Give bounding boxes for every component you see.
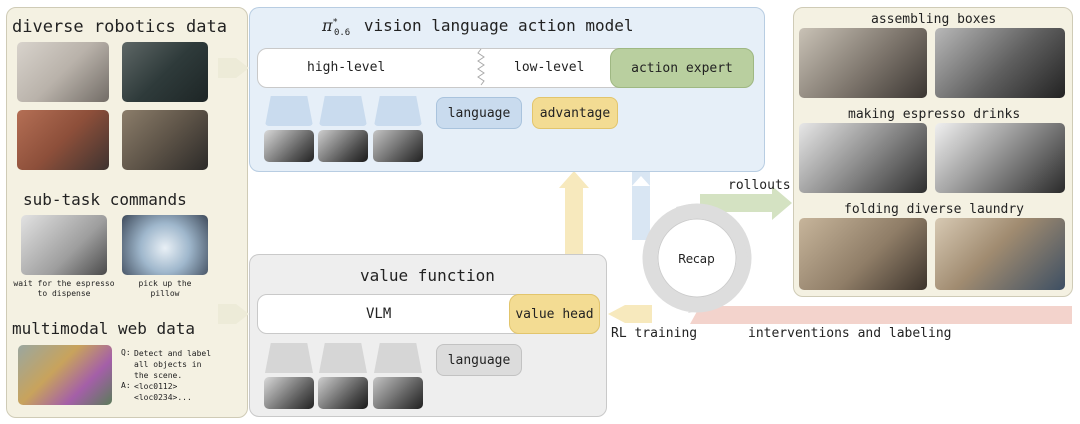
action-expert-pill: action expert [610,48,754,88]
task-title-boxes: assembling boxes [871,12,997,27]
vlm-label: VLM [366,306,392,322]
robot-photo-bed [17,42,109,102]
pi-subscript: 0.6 [333,28,351,39]
vla-advantage-pill: advantage [532,97,618,129]
vla-image-token-1 [265,96,313,126]
vf-camera-1 [264,377,314,409]
vla-camera-1 [264,130,314,162]
vla-image-token-3 [374,96,422,126]
task-photo-laundry-1 [799,218,927,290]
vla-camera-2 [318,130,368,162]
vla-camera-3 [373,130,423,162]
arrow-to-vla [218,58,249,78]
rollouts-label: rollouts [728,178,791,193]
recap-label: Recap [678,252,715,266]
task-photo-laundry-2 [935,218,1065,290]
task-title-laundry: folding diverse laundry [844,202,1025,217]
robot-photo-brick [17,110,109,170]
vla-language-pill: language [436,97,522,129]
high-level-label: high-level [307,60,386,75]
rl-training-label: RL training [611,326,698,341]
interventions-label: interventions and labeling [748,326,952,341]
subtask-photo-espresso [21,215,107,275]
subtask-caption-espresso: wait for the espresso to dispense [13,279,115,298]
web-a-label: A: [121,381,131,390]
pi-symbol: π [322,16,333,35]
vf-camera-3 [373,377,423,409]
vf-image-token-3 [374,343,422,373]
vf-camera-2 [318,377,368,409]
task-title-espresso: making espresso drinks [848,107,1021,122]
web-photo-detection [18,345,112,405]
robotics-data-title: diverse robotics data [12,17,227,37]
robot-photo-desk [122,110,208,170]
arrow-to-value [218,304,249,324]
arrow-vla-to-loop [632,171,650,240]
subtask-title: sub-task commands [23,190,187,209]
task-photo-boxes-2 [935,28,1065,98]
web-data-title: multimodal web data [12,319,196,338]
vf-image-token-2 [319,343,367,373]
subtask-photo-pillow [122,215,208,275]
vla-title-text: vision language action model [363,16,634,35]
vla-title: π*0.6 vision language action model [322,16,634,38]
low-level-label: low-level [514,60,585,75]
vf-image-token-1 [265,343,313,373]
value-function-title: value function [360,266,495,285]
arrow-value-to-vla [559,171,589,254]
vf-language-pill: language [436,344,522,376]
robot-photo-table [122,42,208,102]
web-q-label: Q: [121,348,131,357]
task-photo-boxes-1 [799,28,927,98]
task-photo-espresso-1 [799,123,927,193]
subtask-caption-pillow: pick up the pillow [138,279,192,298]
vla-image-token-2 [319,96,367,126]
task-photo-espresso-2 [935,123,1065,193]
arrow-rl-training [608,305,652,323]
arrow-interventions [690,306,1072,324]
web-a-text: <loc0112> <loc0234>... [134,382,192,402]
pi-superscript: * [332,17,338,28]
web-q-text: Detect and label all objects in the scen… [134,349,212,380]
value-head-pill: value head [509,294,600,334]
